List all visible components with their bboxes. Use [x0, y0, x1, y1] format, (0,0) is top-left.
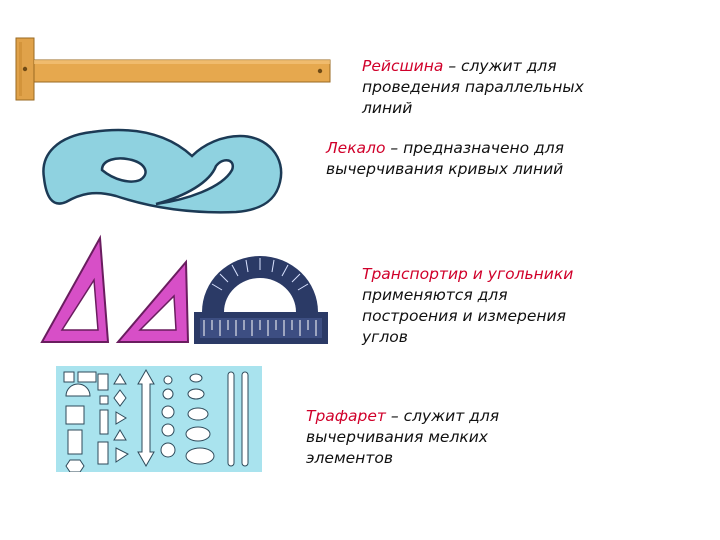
caption-line: применяются для [362, 286, 508, 304]
caption-line: – служит для [448, 57, 557, 75]
term-protractor: Транспортир и угольники [362, 265, 574, 283]
caption-line: – предназначено для [390, 139, 564, 157]
french-curve-icon [42, 128, 283, 214]
stencil-icon [56, 366, 262, 472]
term-french-curve: Лекало [326, 139, 386, 157]
caption-stencil: Трафарет – служит для вычерчивания мелки… [306, 406, 499, 469]
protractor-icon [194, 256, 328, 344]
term-stencil: Трафарет [306, 407, 386, 425]
caption-line: углов [362, 328, 408, 346]
caption-french-curve: Лекало – предназначено для вычерчивания … [326, 138, 564, 180]
caption-protractor: Транспортир и угольники применяются для … [362, 264, 573, 348]
caption-line: линий [362, 99, 413, 117]
caption-line: проведения параллельных [362, 78, 584, 96]
caption-line: вычерчивания мелких [306, 428, 488, 446]
t-square-icon [15, 37, 331, 101]
set-square-icon [40, 234, 190, 343]
caption-line: – служит для [390, 407, 500, 425]
caption-t-square: Рейсшина – служит для проведения паралле… [362, 56, 584, 119]
term-t-square: Рейсшина [362, 57, 444, 75]
caption-line: вычерчивания кривых линий [326, 160, 564, 178]
caption-line: элементов [306, 449, 393, 467]
caption-line: построения и измерения [362, 307, 566, 325]
